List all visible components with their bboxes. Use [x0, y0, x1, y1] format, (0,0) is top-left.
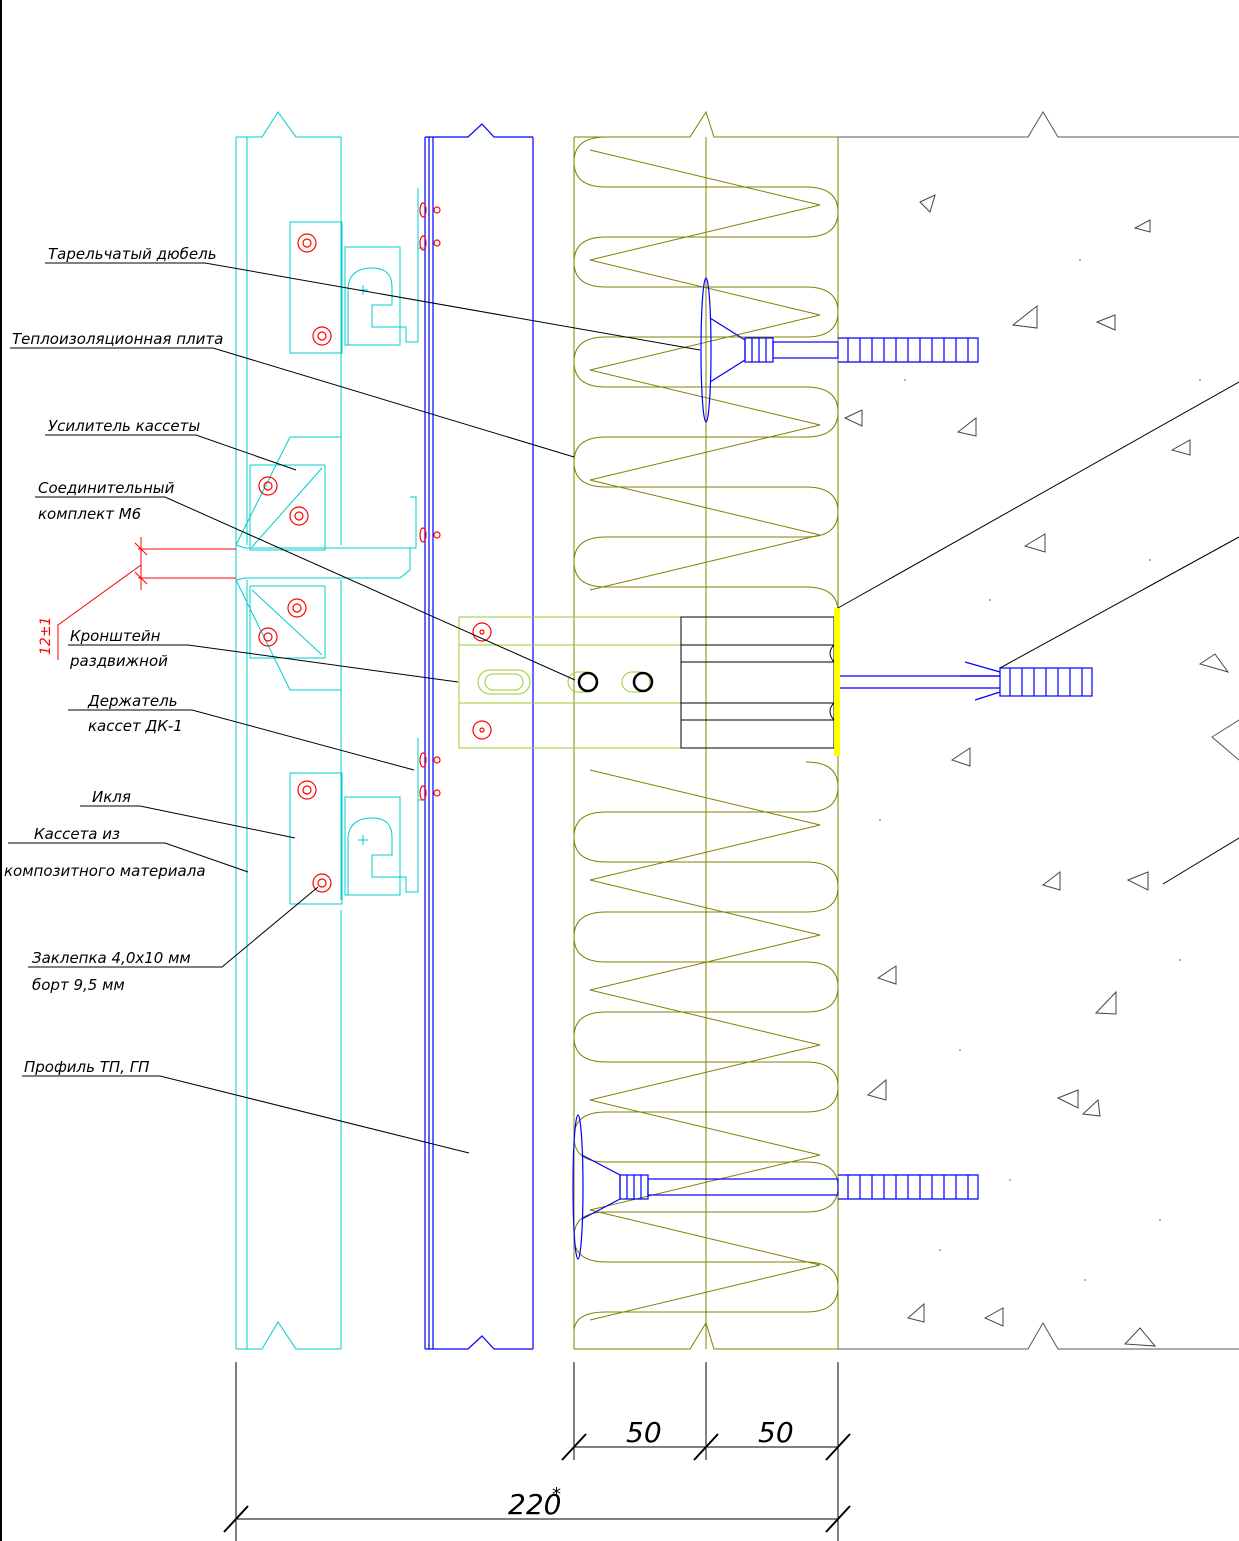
insulation-slab — [573, 110, 839, 1350]
dimension-total-mark: * — [552, 1484, 561, 1505]
vertical-profile — [424, 123, 534, 1350]
label-bracket-line2: раздвижной — [69, 652, 168, 670]
label-cassette-line2: композитного материала — [4, 862, 206, 880]
label-profile: Профиль ТП, ГП — [24, 1058, 149, 1076]
label-ikla: Икля — [92, 788, 131, 806]
gap-dimension-value: 12±1 — [38, 617, 54, 655]
rivets — [258, 202, 492, 893]
connector-bolts — [577, 671, 654, 693]
concrete-aggregate-marks — [843, 194, 1230, 1347]
label-rivet-line2: борт 9,5 мм — [32, 976, 125, 994]
gap-dimension — [57, 537, 236, 660]
label-insulation: Теплоизоляционная плита — [12, 330, 223, 348]
composite-cassette — [235, 111, 426, 1350]
bracket-inner-part — [680, 616, 835, 749]
label-reinforcement: Усилитель кассеты — [48, 417, 200, 435]
label-holder-line1: Держатель — [87, 692, 178, 710]
label-dowel: Тарельчатый дюбель — [48, 245, 217, 263]
dimension-insulation-1: 50 — [626, 1416, 662, 1449]
insulation-dowel-upper — [700, 277, 979, 423]
bottom-dimensions — [223, 1362, 851, 1541]
sliding-bracket — [458, 616, 682, 749]
dimension-total: 220 — [508, 1488, 561, 1521]
insulation-pattern-a — [573, 136, 839, 613]
dimension-insulation-2: 50 — [758, 1416, 794, 1449]
insulation-zigzag — [589, 149, 821, 1321]
concrete-wall — [838, 111, 1239, 1350]
label-holder-line2: кассет ДК-1 — [88, 717, 183, 735]
thermal-gasket — [834, 608, 840, 756]
label-connector-line2: комплект М6 — [38, 505, 141, 523]
label-bracket-line1: Кронштейн — [70, 627, 161, 645]
insulation-dowel-lower — [572, 1114, 979, 1260]
labels: Тарельчатый дюбель Теплоизоляционная пли… — [4, 245, 223, 1076]
concrete-dots — [879, 259, 1201, 1281]
label-cassette-line1: Кассета из — [34, 825, 120, 843]
label-connector-line1: Соединительный — [38, 479, 175, 497]
anchor-bolt — [840, 661, 1093, 701]
leader-lines — [8, 262, 1239, 1154]
label-rivet-line1: Заклепка 4,0х10 мм — [32, 949, 191, 967]
